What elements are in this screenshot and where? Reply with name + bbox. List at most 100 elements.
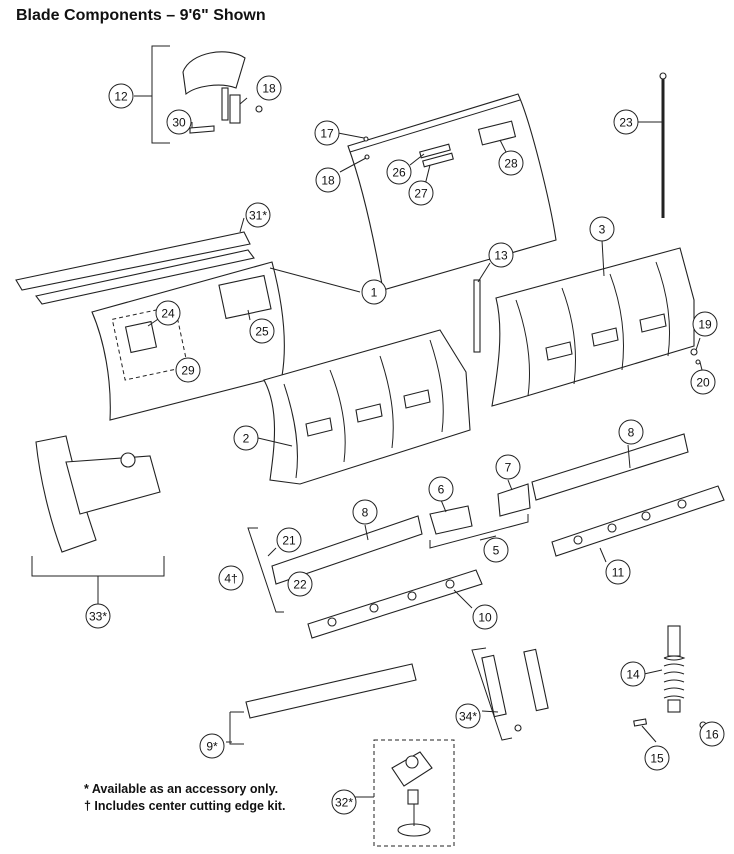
callout-c34: 34* — [455, 703, 481, 729]
callout-number: 4† — [224, 572, 237, 586]
page-title: Blade Components – 9'6" Shown — [16, 7, 266, 24]
callout-number: 3 — [599, 223, 606, 237]
callout-c27: 27 — [408, 180, 434, 206]
callout-c32: 32* — [331, 789, 357, 815]
callout-circle — [314, 120, 340, 146]
moldboard-left — [91, 261, 285, 421]
callout-c18a: 18 — [256, 75, 282, 101]
part-9-strip — [229, 663, 417, 745]
callout-c11: 11 — [605, 559, 631, 585]
callout-circle — [495, 454, 521, 480]
callout-circle — [455, 703, 481, 729]
callout-circle — [620, 661, 646, 687]
callout-circle — [699, 721, 725, 747]
callout-circle — [155, 300, 181, 326]
callout-c12: 12 — [108, 83, 134, 109]
callout-c8b: 8 — [352, 499, 378, 525]
callout-number: 25 — [255, 325, 269, 339]
callout-circle — [589, 216, 615, 242]
note-center-kit: † Includes center cutting edge kit. — [84, 799, 286, 813]
callout-circle — [361, 279, 387, 305]
callout-c10: 10 — [472, 604, 498, 630]
part-31-strip — [15, 231, 255, 305]
callout-c8a: 8 — [618, 419, 644, 445]
callout-c2: 2 — [233, 425, 259, 451]
callout-number: 14 — [626, 668, 640, 682]
part-14-spring — [633, 625, 707, 729]
moldboard-upper — [347, 93, 557, 291]
callout-number: 32* — [335, 796, 353, 810]
callout-number: 16 — [705, 728, 719, 742]
callout-circle — [199, 733, 225, 759]
part-11-bar — [551, 485, 725, 557]
callout-c20: 20 — [690, 369, 716, 395]
callout-c9: 9* — [199, 733, 225, 759]
part-6 — [429, 505, 473, 535]
callout-c24: 24 — [155, 300, 181, 326]
callout-circle — [249, 318, 275, 344]
callout-number: 26 — [392, 166, 406, 180]
cutting-edge-8-right — [531, 433, 689, 501]
callout-circle — [218, 565, 244, 591]
callout-c33: 33* — [85, 603, 111, 629]
callout-number: 10 — [478, 611, 492, 625]
callout-c19: 19 — [692, 311, 718, 337]
part-33-wing — [31, 435, 165, 577]
callout-circle — [315, 167, 341, 193]
callout-number: 21 — [282, 534, 296, 548]
callout-number: 8 — [628, 426, 635, 440]
blade-frame-3 — [491, 247, 695, 407]
callout-number: 12 — [114, 90, 128, 104]
callout-number: 20 — [696, 376, 710, 390]
callout-c13: 13 — [488, 242, 514, 268]
callout-c6: 6 — [428, 476, 454, 502]
callout-circle — [408, 180, 434, 206]
callout-c1: 1 — [361, 279, 387, 305]
callout-circle — [233, 425, 259, 451]
callout-circle — [386, 159, 412, 185]
parts-19-20 — [690, 348, 701, 365]
footnotes: * Available as an accessory only. † Incl… — [84, 781, 285, 815]
callout-number: 2 — [243, 432, 250, 446]
callout-c18b: 18 — [315, 167, 341, 193]
callout-circle — [483, 537, 509, 563]
callout-number: 15 — [650, 752, 664, 766]
callout-circle — [498, 150, 524, 176]
callout-c23: 23 — [613, 109, 639, 135]
callout-number: 11 — [612, 566, 625, 580]
callout-circle — [166, 109, 192, 135]
callout-circle — [605, 559, 631, 585]
callout-circle — [428, 476, 454, 502]
callout-circle — [488, 242, 514, 268]
part-23-rod — [659, 72, 667, 218]
callout-circle — [613, 109, 639, 135]
callout-number: 17 — [320, 127, 334, 141]
callout-number: 30 — [172, 116, 186, 130]
callout-number: 24 — [161, 307, 175, 321]
callout-number: 7 — [505, 461, 512, 475]
callout-number: 23 — [619, 116, 633, 130]
callout-number: 22 — [293, 578, 307, 592]
leader-lines — [97, 95, 710, 798]
callout-circle — [472, 604, 498, 630]
blade-frame-2 — [263, 329, 471, 485]
callout-c14: 14 — [620, 661, 646, 687]
callout-c31: 31* — [245, 202, 271, 228]
callout-number: 13 — [494, 249, 508, 263]
callout-c7: 7 — [495, 454, 521, 480]
cutting-edge-8-left — [271, 515, 423, 585]
callout-circle — [175, 357, 201, 383]
callout-c4: 4† — [218, 565, 244, 591]
callout-c28: 28 — [498, 150, 524, 176]
callout-c30: 30 — [166, 109, 192, 135]
callout-number: 8 — [362, 506, 369, 520]
callout-c21: 21 — [276, 527, 302, 553]
part-12-assembly — [151, 45, 263, 144]
callout-c5: 5 — [483, 537, 509, 563]
callout-number: 18 — [262, 82, 276, 96]
callout-c25: 25 — [249, 318, 275, 344]
callout-c29: 29 — [175, 357, 201, 383]
callout-number: 19 — [698, 318, 712, 332]
